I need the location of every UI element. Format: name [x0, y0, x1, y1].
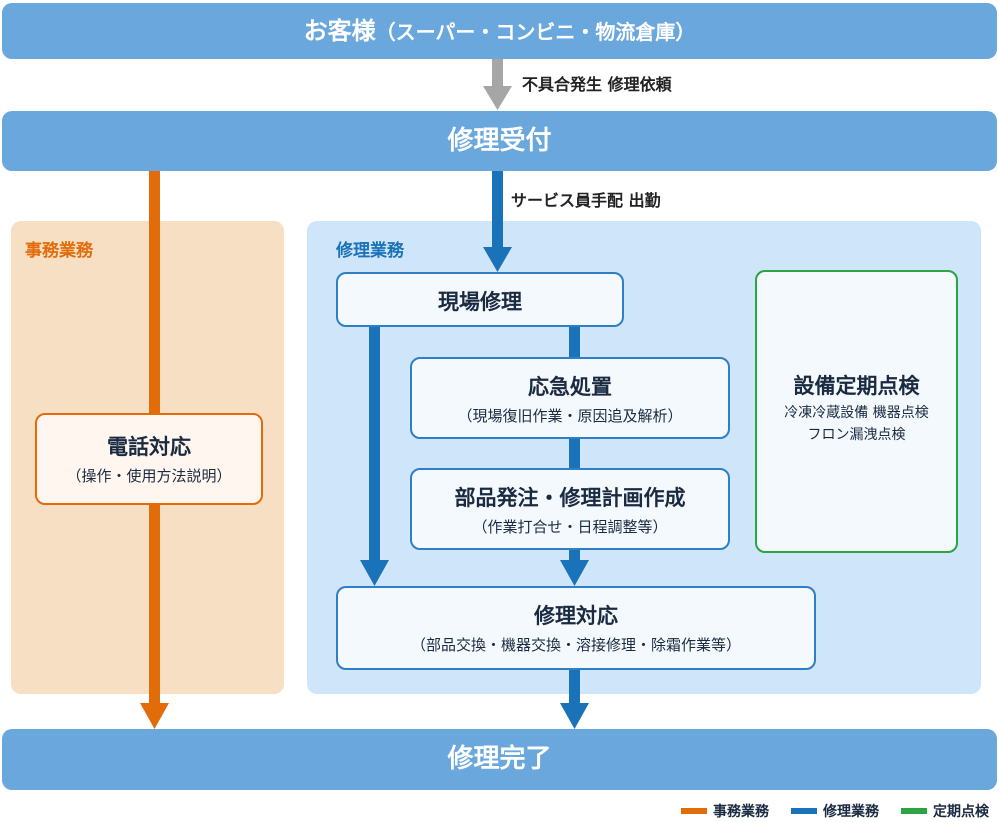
customer-subtitle: （スーパー・コンビニ・物流倉庫） — [375, 20, 696, 44]
onsite-left-arrow-shaft — [369, 327, 380, 562]
legend-label-inspection: 定期点検 — [933, 804, 989, 820]
onsite-repair-box: 現場修理 — [336, 272, 624, 327]
legend-item-repair: 修理業務 — [791, 801, 879, 821]
reception-title: 修理受付 — [447, 126, 552, 156]
repair-complete-arrow-shaft — [569, 670, 580, 705]
customer-title: お客様 — [303, 17, 376, 45]
office-panel-title: 事務業務 — [25, 241, 93, 261]
emergency-box: 応急処置 （現場復旧作業・原因追及解析） — [410, 357, 730, 439]
phone-support-title: 電話対応 — [107, 435, 191, 459]
repair-work-box: 修理対応 （部品交換・機器交換・溶接修理・除霜作業等） — [336, 586, 816, 670]
legend: 事務業務 修理業務 定期点検 — [681, 801, 989, 821]
phone-support-subtitle: （操作・使用方法説明） — [66, 467, 232, 485]
emergency-parts-connector — [569, 439, 580, 468]
inspection-subtitle-1: 冷凍冷蔵設備 機器点検 — [784, 405, 929, 421]
repair-complete-arrow-head — [560, 703, 589, 729]
request-label: 不具合発生 修理依頼 — [522, 75, 672, 94]
customer-band: お客様（スーパー・コンビニ・物流倉庫） — [2, 3, 997, 59]
legend-swatch-inspection — [901, 808, 927, 814]
dispatch-label: サービス員手配 出勤 — [511, 191, 661, 210]
legend-label-office: 事務業務 — [713, 804, 769, 820]
legend-label-repair: 修理業務 — [823, 804, 879, 820]
customer-arrow-shaft — [492, 59, 503, 89]
phone-support-box: 電話対応 （操作・使用方法説明） — [35, 413, 263, 505]
complete-band: 修理完了 — [2, 729, 997, 790]
customer-arrow-head — [483, 86, 512, 110]
emergency-subtitle: （現場復旧作業・原因追及解析） — [457, 407, 683, 425]
legend-swatch-office — [681, 808, 707, 814]
parts-order-subtitle: （作業打合せ・日程調整等） — [472, 518, 668, 536]
repair-panel-title: 修理業務 — [336, 241, 404, 261]
onsite-left-arrow-head — [360, 560, 389, 586]
parts-repair-arrow-shaft — [569, 550, 580, 562]
parts-repair-arrow-head — [560, 560, 589, 586]
dispatch-arrow-shaft — [492, 171, 503, 251]
inspection-subtitle-2: フロン漏洩点検 — [807, 427, 906, 443]
legend-item-inspection: 定期点検 — [901, 801, 989, 821]
repair-work-title: 修理対応 — [534, 604, 618, 628]
emergency-title: 応急処置 — [528, 375, 612, 399]
legend-swatch-repair — [791, 808, 817, 814]
onsite-repair-title: 現場修理 — [438, 290, 522, 314]
repair-work-subtitle: （部品交換・機器交換・溶接修理・除霜作業等） — [410, 636, 741, 654]
parts-order-box: 部品発注・修理計画作成 （作業打合せ・日程調整等） — [410, 468, 730, 550]
parts-order-title: 部品発注・修理計画作成 — [454, 486, 686, 510]
complete-title: 修理完了 — [447, 744, 552, 774]
inspection-box: 設備定期点検 冷凍冷蔵設備 機器点検 フロン漏洩点検 — [755, 270, 958, 553]
inspection-title: 設備定期点検 — [793, 374, 920, 398]
onsite-emergency-connector — [569, 327, 580, 357]
dispatch-arrow-head — [483, 247, 512, 272]
reception-band: 修理受付 — [2, 111, 997, 171]
office-arrow-head — [140, 703, 169, 729]
legend-item-office: 事務業務 — [681, 801, 769, 821]
